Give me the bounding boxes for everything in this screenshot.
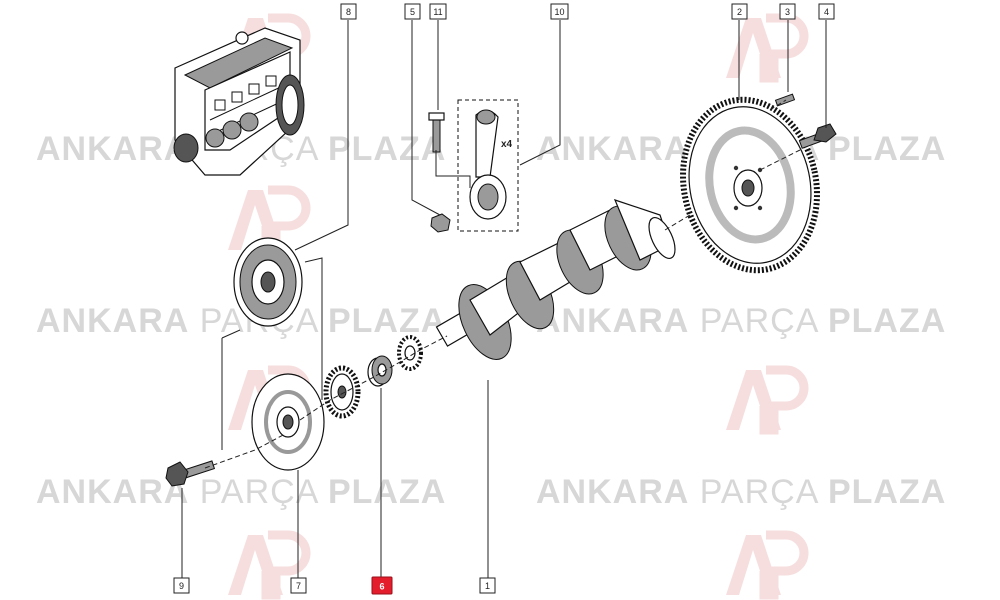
flywheel-bolt [798,123,837,149]
crankshaft-pulley [233,237,303,327]
svg-text:1: 1 [485,581,490,591]
callout-10: 10 [550,3,569,20]
callouts: 8 5 11 10 2 3 4 9 [173,3,835,595]
svg-text:2: 2 [737,7,742,17]
damper-pulley [251,373,325,471]
callout-4: 4 [818,3,835,20]
svg-text:3: 3 [785,7,790,17]
svg-text:9: 9 [179,581,184,591]
callout-2: 2 [731,3,748,20]
callout-8: 8 [340,3,357,20]
callout-3: 3 [779,3,796,20]
callout-leaders [181,20,827,578]
callout-1: 1 [479,577,496,594]
crankshaft-sprocket [323,365,361,419]
crankshaft [435,199,676,360]
dowel-pin [774,93,796,107]
svg-text:8: 8 [346,7,351,17]
rod-nut [430,213,451,233]
crankshaft-gear [367,355,393,387]
callout-7: 7 7 [290,577,307,594]
svg-text:7: 7 [296,581,301,591]
rod-quantity-label: x4 [501,139,513,150]
watermark-row-2-left: ANKARA PARÇA PLAZA [36,302,446,340]
svg-text:4: 4 [824,7,829,17]
watermark-row-3-right: ANKARA PARÇA PLAZA [536,473,946,511]
watermark-row-3-left: ANKARA PARÇA PLAZA [36,473,446,511]
connecting-rod-group: x4 [428,99,519,233]
svg-text:10: 10 [554,7,564,17]
svg-text:11: 11 [433,7,442,17]
svg-text:6: 6 [379,582,384,592]
oil-pump-sprocket [397,335,423,371]
watermark-text: ANKARA PARÇA PLAZA ANKARA PARÇA PLAZA AN… [36,130,946,511]
svg-text:5: 5 [410,7,415,17]
callout-9: 9 [173,577,190,594]
watermark-row-2-right: ANKARA PARÇA PLAZA [536,302,946,340]
assembly-guide-lines [204,99,801,469]
engine-block-illustration [173,27,305,176]
callout-5: 5 [404,3,421,20]
flywheel [680,96,820,274]
callout-6-highlighted: 6 [371,576,393,595]
rod-bolt [432,117,441,153]
callout-11: 11 [429,3,447,20]
pulley-bracket-lines [221,150,471,450]
